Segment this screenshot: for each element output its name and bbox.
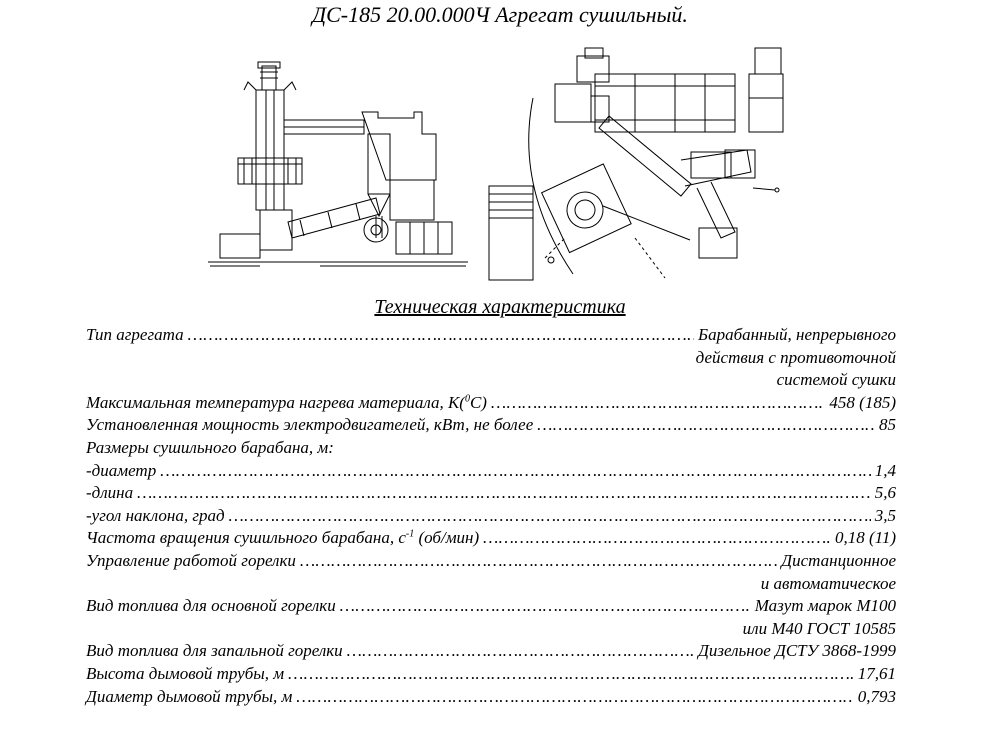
spec-list: Тип агрегата…………………………………………………………………………… — [86, 324, 896, 708]
spec-value: Барабанный, непрерывного — [698, 325, 896, 344]
spec-value: 0,793 — [857, 686, 896, 706]
spec-row: Установленная мощность электродвигателей… — [86, 414, 896, 437]
spec-leader-dots: …………………………………………………………………………………………………………… — [299, 550, 778, 570]
spec-value: 85 — [879, 415, 896, 435]
spec-value-continuation: системой сушки — [776, 370, 896, 390]
spec-row: -диаметр……………………………………………………………………………………… — [86, 460, 896, 483]
spec-label: Управление работой горелки — [86, 550, 296, 570]
spec-leader-dots: …………………………………………………………………………………………………………… — [483, 528, 831, 548]
spec-row: Вид топлива для основной горелки……………………… — [86, 595, 896, 618]
spec-label: Диаметр дымовой трубы, м — [86, 686, 293, 706]
spec-value-continuation: и автоматическое — [760, 573, 896, 593]
section-title: Техническая характеристика — [374, 296, 626, 318]
spec-value-continuation: или М40 ГОСТ 10585 — [742, 618, 896, 638]
spec-value: 1,4 — [874, 460, 896, 480]
spec-leader-dots: …………………………………………………………………………………………………………… — [490, 392, 825, 412]
spec-value: 3,5 — [874, 505, 896, 525]
spec-leader-dots: …………………………………………………………………………………………………………… — [160, 460, 871, 480]
spec-label: Вид топлива для запальной горелки — [86, 641, 343, 661]
spec-value: 5,6 — [874, 483, 896, 503]
spec-value-continuation: действия с противоточной — [695, 347, 896, 367]
spec-leader-dots: …………………………………………………………………………………………………………… — [137, 483, 871, 503]
spec-label: Тип агрегата — [86, 325, 184, 344]
spec-value: Мазут марок М100 — [754, 596, 896, 616]
document-title: ДС-185 20.00.000Ч Агрегат сушильный. — [312, 2, 688, 27]
spec-label: -угол наклона, град — [86, 505, 225, 525]
spec-value: Дизельное ДСТУ 3868-1999 — [698, 641, 896, 661]
spec-leader-dots: …………………………………………………………………………………………………………… — [296, 686, 853, 706]
spec-row: -длина…………………………………………………………………………………………… — [86, 482, 896, 505]
spec-row: Тип агрегата…………………………………………………………………………… — [86, 324, 896, 347]
spec-row: Высота дымовой трубы, м……………………………………………… — [86, 663, 896, 686]
spec-row: Вид топлива для запальной горелки…………………… — [86, 640, 896, 663]
spec-label: -длина — [86, 483, 134, 503]
spec-row: Частота вращения сушильного барабана, с-… — [86, 527, 896, 550]
spec-value: 0,18 (11) — [834, 528, 896, 548]
spec-leader-dots: …………………………………………………………………………………………………………… — [187, 325, 695, 344]
spec-label: Вид топлива для основной горелки — [86, 596, 336, 616]
spec-value: 17,61 — [857, 663, 896, 683]
spec-leader-dots: …………………………………………………………………………………………………………… — [339, 596, 751, 616]
spec-row: Максимальная температура нагрева материа… — [86, 392, 896, 415]
spec-leader-dots: …………………………………………………………………………………………………………… — [288, 663, 854, 683]
spec-label: Установленная мощность электродвигателей… — [86, 415, 534, 435]
spec-label: Размеры сушильного барабана, м: — [86, 437, 334, 457]
spec-row: Размеры сушильного барабана, м: — [86, 437, 896, 460]
spec-leader-dots: …………………………………………………………………………………………………………… — [346, 641, 694, 661]
spec-label: Максимальная температура нагрева материа… — [86, 392, 487, 412]
spec-leader-dots: …………………………………………………………………………………………………………… — [228, 505, 871, 525]
spec-value: 458 (185) — [829, 392, 896, 412]
drying-unit-plan-view-drawing — [485, 38, 785, 283]
spec-leader-dots: …………………………………………………………………………………………………………… — [537, 415, 875, 435]
spec-value: Дистанционное — [781, 550, 896, 570]
spec-row: -угол наклона, град………………………………………………………… — [86, 505, 896, 528]
spec-label: -диаметр — [86, 460, 157, 480]
spec-label: Высота дымовой трубы, м — [86, 663, 285, 683]
drying-unit-side-view-drawing — [200, 38, 472, 278]
spec-row: Управление работой горелки……………………………………… — [86, 550, 896, 573]
spec-row: Диаметр дымовой трубы, м…………………………………………… — [86, 686, 896, 709]
spec-label: Частота вращения сушильного барабана, с-… — [86, 528, 480, 548]
